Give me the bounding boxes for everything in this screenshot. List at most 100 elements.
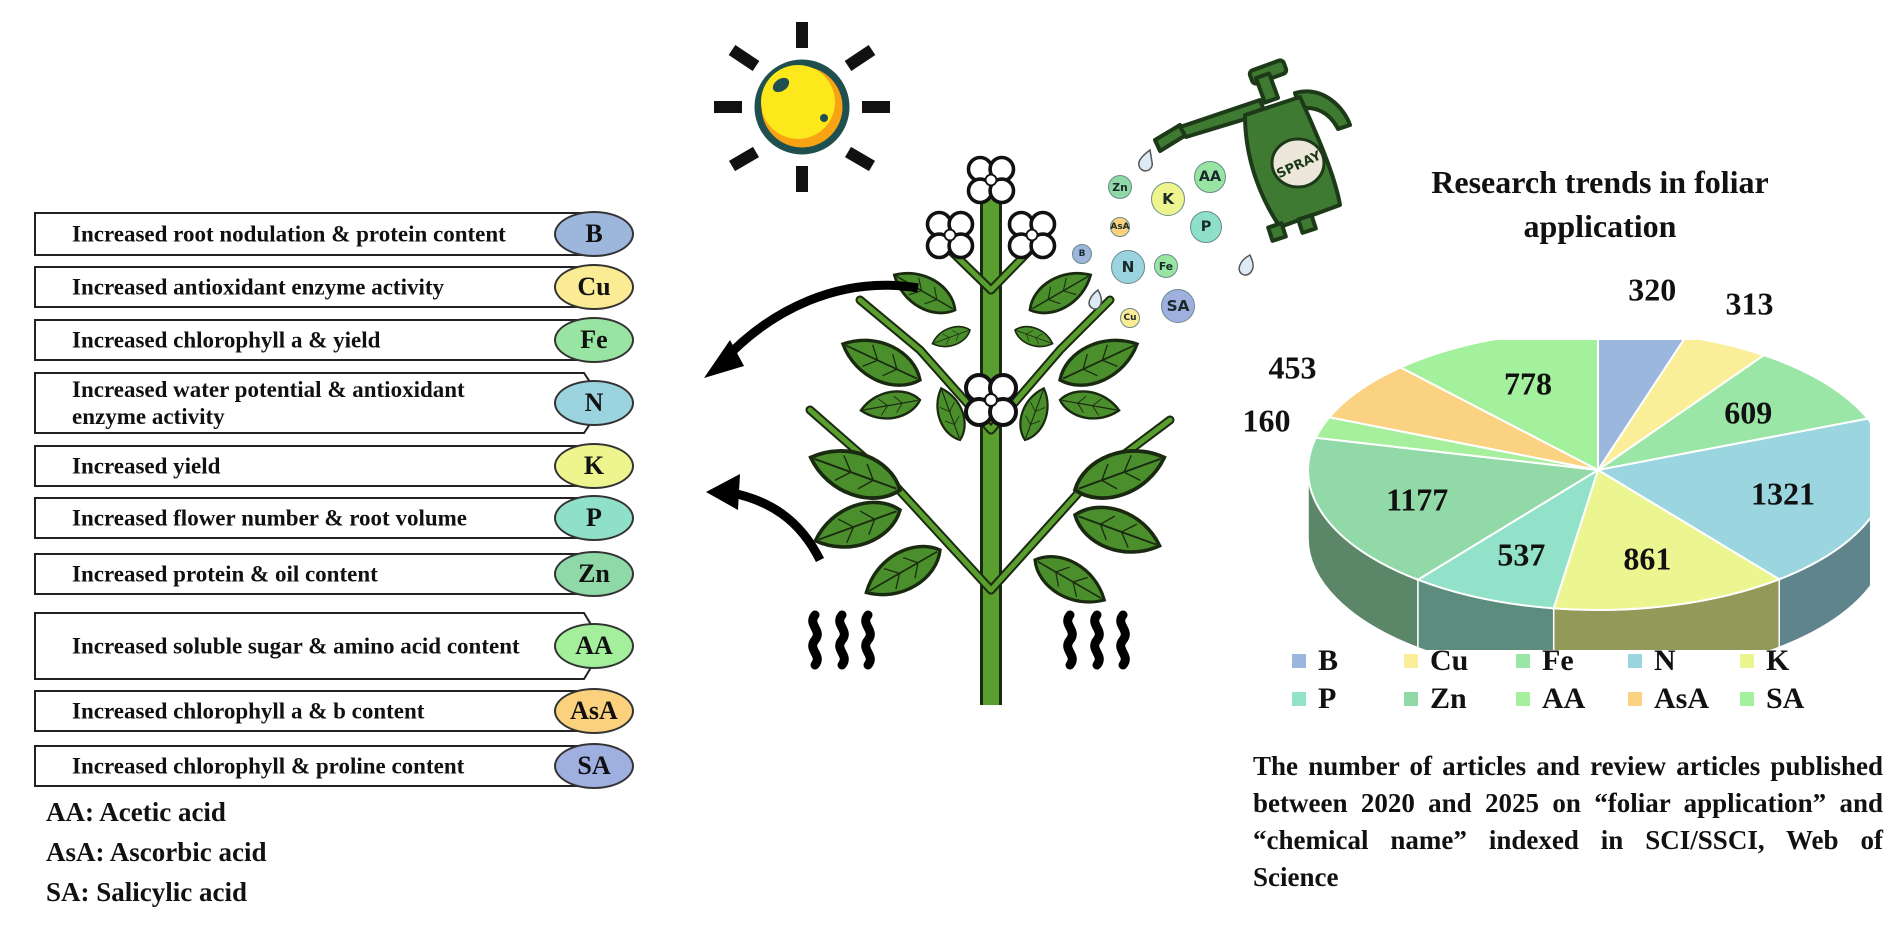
effect-text: Increased chlorophyll a & b content <box>72 698 425 724</box>
effect-box: Increased antioxidant enzyme activity <box>34 266 606 308</box>
element-badge-fe: Fe <box>554 317 634 363</box>
effect-box: Increased root nodulation & protein cont… <box>34 212 606 256</box>
pie-slice-asa <box>1327 366 1599 471</box>
effect-box: Increased chlorophyll & proline content <box>34 745 606 787</box>
pie-label-sa: 778 <box>1504 365 1552 402</box>
effect-text: Increased yield <box>72 453 221 479</box>
legend-item-p: P <box>1292 682 1404 716</box>
legend-label: Cu <box>1430 644 1469 677</box>
pie-label-zn: 1177 <box>1386 481 1449 518</box>
legend-swatch <box>1404 692 1418 706</box>
pie-label-aa: 160 <box>1242 402 1291 439</box>
pie-slice-k <box>1552 468 1782 611</box>
element-badge-asa: AsA <box>554 688 634 734</box>
plant-illustration <box>801 155 1175 705</box>
element-badge-zn: Zn <box>554 551 634 597</box>
pie-label-cu: 313 <box>1725 285 1774 322</box>
element-badge-k: K <box>554 443 634 489</box>
particle-b-icon: B <box>1072 244 1092 264</box>
pie-label-p: 537 <box>1497 536 1546 573</box>
effect-row-zn: Increased protein & oil content Zn <box>34 551 634 597</box>
legend-item-cu: Cu <box>1404 644 1516 678</box>
particle-aa-icon: AA <box>1194 161 1226 193</box>
legend-label: AsA <box>1654 682 1710 715</box>
legend-label: Fe <box>1542 644 1574 677</box>
particle-cu-icon: Cu <box>1120 308 1140 328</box>
legend-label: AA <box>1542 682 1586 715</box>
legend-swatch <box>1292 692 1306 706</box>
element-badge-aa: AA <box>554 623 634 669</box>
sun-icon <box>714 22 890 192</box>
legend-label: N <box>1654 644 1676 677</box>
chart-title: Research trends in foliar application <box>1431 164 1769 244</box>
legend-swatch <box>1740 692 1754 706</box>
legend-label: P <box>1318 682 1337 715</box>
chart-caption: The number of articles and review articl… <box>1253 751 1883 892</box>
element-badge-p: P <box>554 495 634 541</box>
effect-box: Increased chlorophyll a & b content <box>34 690 606 732</box>
effect-box: Increased protein & oil content <box>34 553 606 595</box>
element-badge-n: N <box>554 380 634 426</box>
arrows <box>704 280 919 563</box>
pie-label-n: 1321 <box>1750 475 1815 512</box>
legend-swatch <box>1628 692 1642 706</box>
effect-row-fe: Increased chlorophyll a & yield Fe <box>34 317 634 363</box>
legend-swatch <box>1740 654 1754 668</box>
pie-slice-sa <box>1398 340 1599 472</box>
legend-item-asa: AsA <box>1628 682 1740 716</box>
effect-box: Increased chlorophyll a & yield <box>34 319 606 361</box>
water-droplets <box>1088 148 1254 310</box>
effect-row-k: Increased yield K <box>34 443 634 489</box>
legend-item-b: B <box>1292 644 1404 678</box>
element-badge-cu: Cu <box>554 264 634 310</box>
legend-item-zn: Zn <box>1404 682 1516 716</box>
legend-item-k: K <box>1740 644 1852 678</box>
legend-swatch <box>1628 654 1642 668</box>
pie-label-b: 320 <box>1628 271 1677 308</box>
abbreviation-aa: AA: Acetic acid <box>46 797 226 827</box>
pie-slice-fe <box>1597 354 1870 471</box>
element-badge-b: B <box>554 211 634 257</box>
effect-box: Increased soluble sugar & amino acid con… <box>34 612 606 680</box>
effect-text: Increased water potential & antioxidant … <box>72 377 465 429</box>
effect-text: Increased chlorophyll a & yield <box>72 327 381 353</box>
arrow-lower <box>727 487 825 563</box>
legend-swatch <box>1292 654 1306 668</box>
pie-slice-n <box>1595 417 1870 581</box>
effect-row-cu: Increased antioxidant enzyme activity Cu <box>34 264 634 310</box>
abbreviation-asa: AsA: Ascorbic acid <box>46 837 267 867</box>
legend-item-n: N <box>1628 644 1740 678</box>
pie-label-asa: 453 <box>1268 349 1317 386</box>
effect-row-asa: Increased chlorophyll a & b content AsA <box>34 688 634 734</box>
legend-item-aa: AA <box>1516 682 1628 716</box>
effect-text: Increased antioxidant enzyme activity <box>72 274 445 300</box>
pie-slice-p <box>1415 467 1600 610</box>
particle-k-icon: K <box>1151 182 1185 216</box>
effect-box: Increased flower number & root volume <box>34 497 606 539</box>
abbreviation-sa: SA: Salicylic acid <box>46 877 247 907</box>
particle-fe-icon: Fe <box>1154 254 1178 278</box>
effect-row-n: Increased water potential & antioxidant … <box>34 372 634 434</box>
legend-label: B <box>1318 644 1339 677</box>
droplet-icon <box>1088 288 1103 310</box>
abbreviation-list: AA: Acetic acid AsA: Ascorbic acid SA: S… <box>46 792 266 912</box>
effect-box: Increased water potential & antioxidant … <box>34 372 606 434</box>
droplet-icon <box>1238 253 1254 276</box>
effect-text: Increased soluble sugar & amino acid con… <box>72 633 520 659</box>
pie-label-fe: 609 <box>1724 394 1773 431</box>
legend-swatch <box>1516 692 1530 706</box>
particle-asa-icon: AsA <box>1110 217 1130 237</box>
effect-row-b: Increased root nodulation & protein cont… <box>34 211 634 257</box>
particle-p-icon: P <box>1190 211 1222 243</box>
effect-text: Increased protein & oil content <box>72 561 378 587</box>
effect-text: Increased flower number & root volume <box>72 505 468 531</box>
legend-label: K <box>1766 644 1790 677</box>
pie-label-k: 861 <box>1623 540 1672 577</box>
arrow-upper <box>718 280 919 366</box>
element-badge-sa: SA <box>554 743 634 789</box>
legend-label: Zn <box>1430 682 1467 715</box>
arrow-upper-head <box>704 340 744 378</box>
effect-row-p: Increased flower number & root volume P <box>34 495 634 541</box>
